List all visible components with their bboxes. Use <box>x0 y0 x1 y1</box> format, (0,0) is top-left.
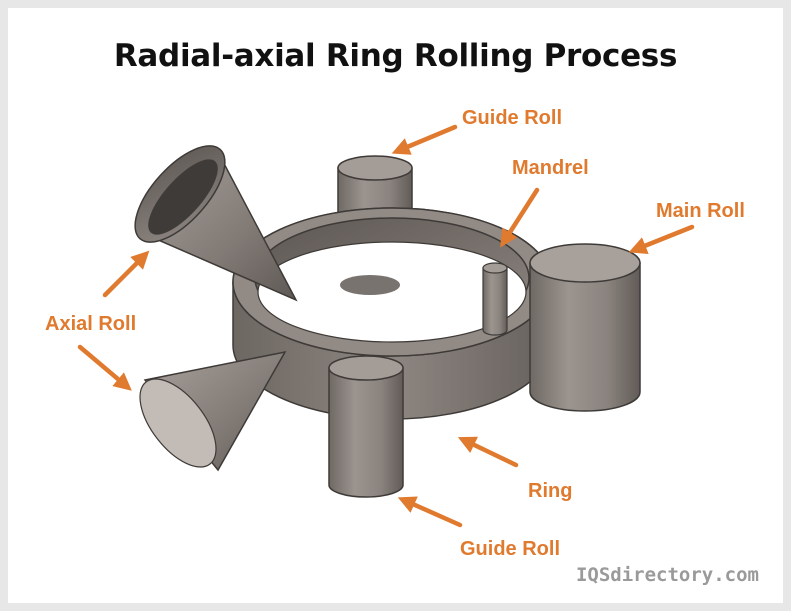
axial-roll-upper-shape <box>134 145 298 302</box>
arrow-ring <box>457 436 519 468</box>
arrow-guide-roll-bottom <box>397 496 463 528</box>
arrow-axial-roll-up <box>102 250 150 298</box>
arrow-axial-roll-down <box>77 344 132 391</box>
label-ring: Ring <box>528 480 572 502</box>
label-main-roll: Main Roll <box>656 200 745 222</box>
label-guide-roll-top: Guide Roll <box>462 107 562 129</box>
arrow-mandrel <box>500 187 540 248</box>
label-guide-roll-bottom: Guide Roll <box>460 538 560 560</box>
mandrel-shape <box>482 262 508 336</box>
arrow-main-roll <box>628 224 695 255</box>
label-mandrel: Mandrel <box>512 157 589 179</box>
ring-shape <box>232 207 552 420</box>
main-roll-shape <box>529 243 641 412</box>
label-axial-roll: Axial Roll <box>45 313 136 335</box>
watermark: IQSdirectory.com <box>575 564 759 586</box>
axial-roll-lower-shape <box>139 350 287 472</box>
guide-roll-bottom-shape <box>328 355 404 498</box>
arrow-guide-roll-top <box>391 124 458 155</box>
diagram-title: Radial-axial Ring Rolling Process <box>113 38 678 74</box>
